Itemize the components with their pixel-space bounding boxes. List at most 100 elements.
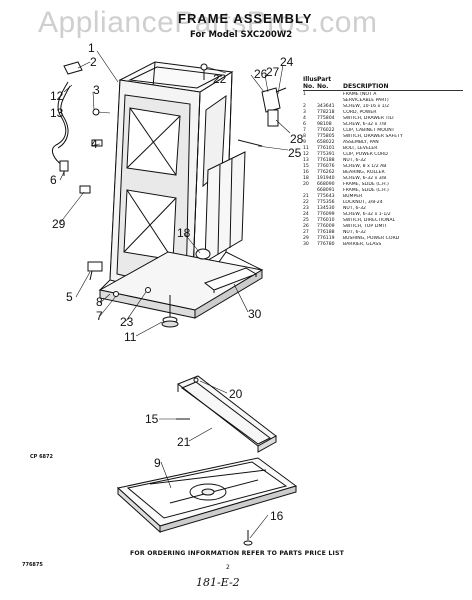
table-row: 1 FRAME (NOT A [303,92,463,98]
part-no: 776076 [317,164,335,169]
callout-28: 28 [290,132,304,146]
callout-5: 5 [66,290,73,304]
illus-no: 24 [303,212,309,217]
part-no: 98108 [317,122,332,127]
description: LOCKNUT, 3/8-24 [343,200,383,205]
callout-24: 24 [280,55,294,69]
illus-no: 16 [303,170,309,175]
description: SCREW, 10-16 x 1/2 [343,104,390,109]
callout-numbers: 1 2 3 4 5 6 7 8 9 11 12 13 15 16 18 20 2… [50,41,304,523]
model-subtitle: For Model SXC200W2 [190,30,293,40]
callout-11: 11 [124,330,137,344]
illus-no: 6 [303,122,306,127]
callout-12: 12 [50,89,64,103]
ordering-info: FOR ORDERING INFORMATION REFER TO PARTS … [130,550,345,557]
part-no: 776188 [317,158,335,163]
table-row: 29 776119 BUSHING, POWER CORD [303,236,463,242]
description: NUT, 6-32 [343,158,366,163]
description: BOLT, LEVELER [343,146,378,151]
header-no: No. [303,83,315,90]
illus-no: 23 [303,206,309,211]
illus-no: 25 [303,218,309,223]
callout-3: 3 [93,83,100,97]
illus-no: 8 [303,134,306,139]
callout-16: 16 [270,509,284,523]
callout-29: 29 [52,217,66,231]
description: BUSHING, POWER CORD [343,236,400,241]
description: SCREW, 8 x 1/2 AB [343,164,387,169]
description: NUT, 6-32 [343,206,366,211]
cp-number: CP 6872 [30,454,53,460]
description: ASSEMBLY, PAN [343,140,379,145]
header-description: DESCRIPTION [343,83,389,90]
illus-no: 13 [303,158,309,163]
header-part: Part [317,76,332,83]
illus-no: 22 [303,200,309,205]
page-number: 2 [226,564,230,571]
part-no: 775643 [317,194,335,199]
illus-no: 11 [303,146,309,151]
parts-table-header: Illus. Part [303,76,463,83]
part-no: 776780 [317,242,335,247]
part-no: 776119 [317,236,335,241]
part-no: 775804 [317,116,335,121]
part-no: 668090 [317,182,335,187]
description: FRAME, SLIDE (L.H.) [343,188,389,193]
table-row: SERVICEABLE PART) [303,98,463,104]
figure-id: 776875 [22,562,43,568]
callout-22: 22 [213,72,227,86]
illus-no: 18 [303,176,309,181]
part-no: 776022 [317,128,335,133]
description: SWITCH, TOP LIMIT [343,224,387,229]
callout-21: 21 [177,435,191,449]
description: SERVICEABLE PART) [343,98,389,103]
table-row: 13 776188 NUT, 6-32 [303,158,463,164]
table-row: 22 775356 LOCKNUT, 3/8-24 [303,200,463,206]
parts-table-header-2: No. No. DESCRIPTION [303,83,463,91]
description: FRAME (NOT A [343,92,377,97]
pan-assembly-drawing [116,375,298,546]
part-no: 776099 [317,212,335,217]
description: SWITCH, DRAWER SAFETY [343,134,403,139]
callout-8: 8 [96,295,103,309]
callout-4: 4 [91,137,98,151]
illus-no: 4 [303,116,306,121]
callout-9: 9 [154,456,161,470]
illus-no: 30 [303,242,309,247]
part-no: 776188 [317,230,335,235]
callout-30: 30 [248,307,262,321]
illus-no: 3 [303,110,306,115]
page-title: FRAME ASSEMBLY [178,11,313,26]
part-no: 775356 [317,200,335,205]
description: SWITCH, DIRECTIONAL [343,218,396,223]
frame-drawing [52,61,287,328]
illus-no: 29 [303,236,309,241]
description: SWITCH, DRAWER TILT [343,116,395,121]
table-row: 23 134530 NUT, 6-32 [303,206,463,212]
callout-2: 2 [90,55,97,69]
callout-13: 13 [50,106,64,120]
header-illus: Illus. [303,76,320,83]
callout-7: 7 [96,309,103,323]
illus-no: 1 [303,92,306,97]
part-no: 776262 [317,170,335,175]
description: CORD, POWER [343,110,377,115]
description: FRAME, SLIDE (L.H.) [343,182,389,187]
table-row: 4 775804 SWITCH, DRAWER TILT [303,116,463,122]
part-no: 134530 [317,206,335,211]
callout-6: 6 [50,173,57,187]
part-no: 775805 [317,134,335,139]
